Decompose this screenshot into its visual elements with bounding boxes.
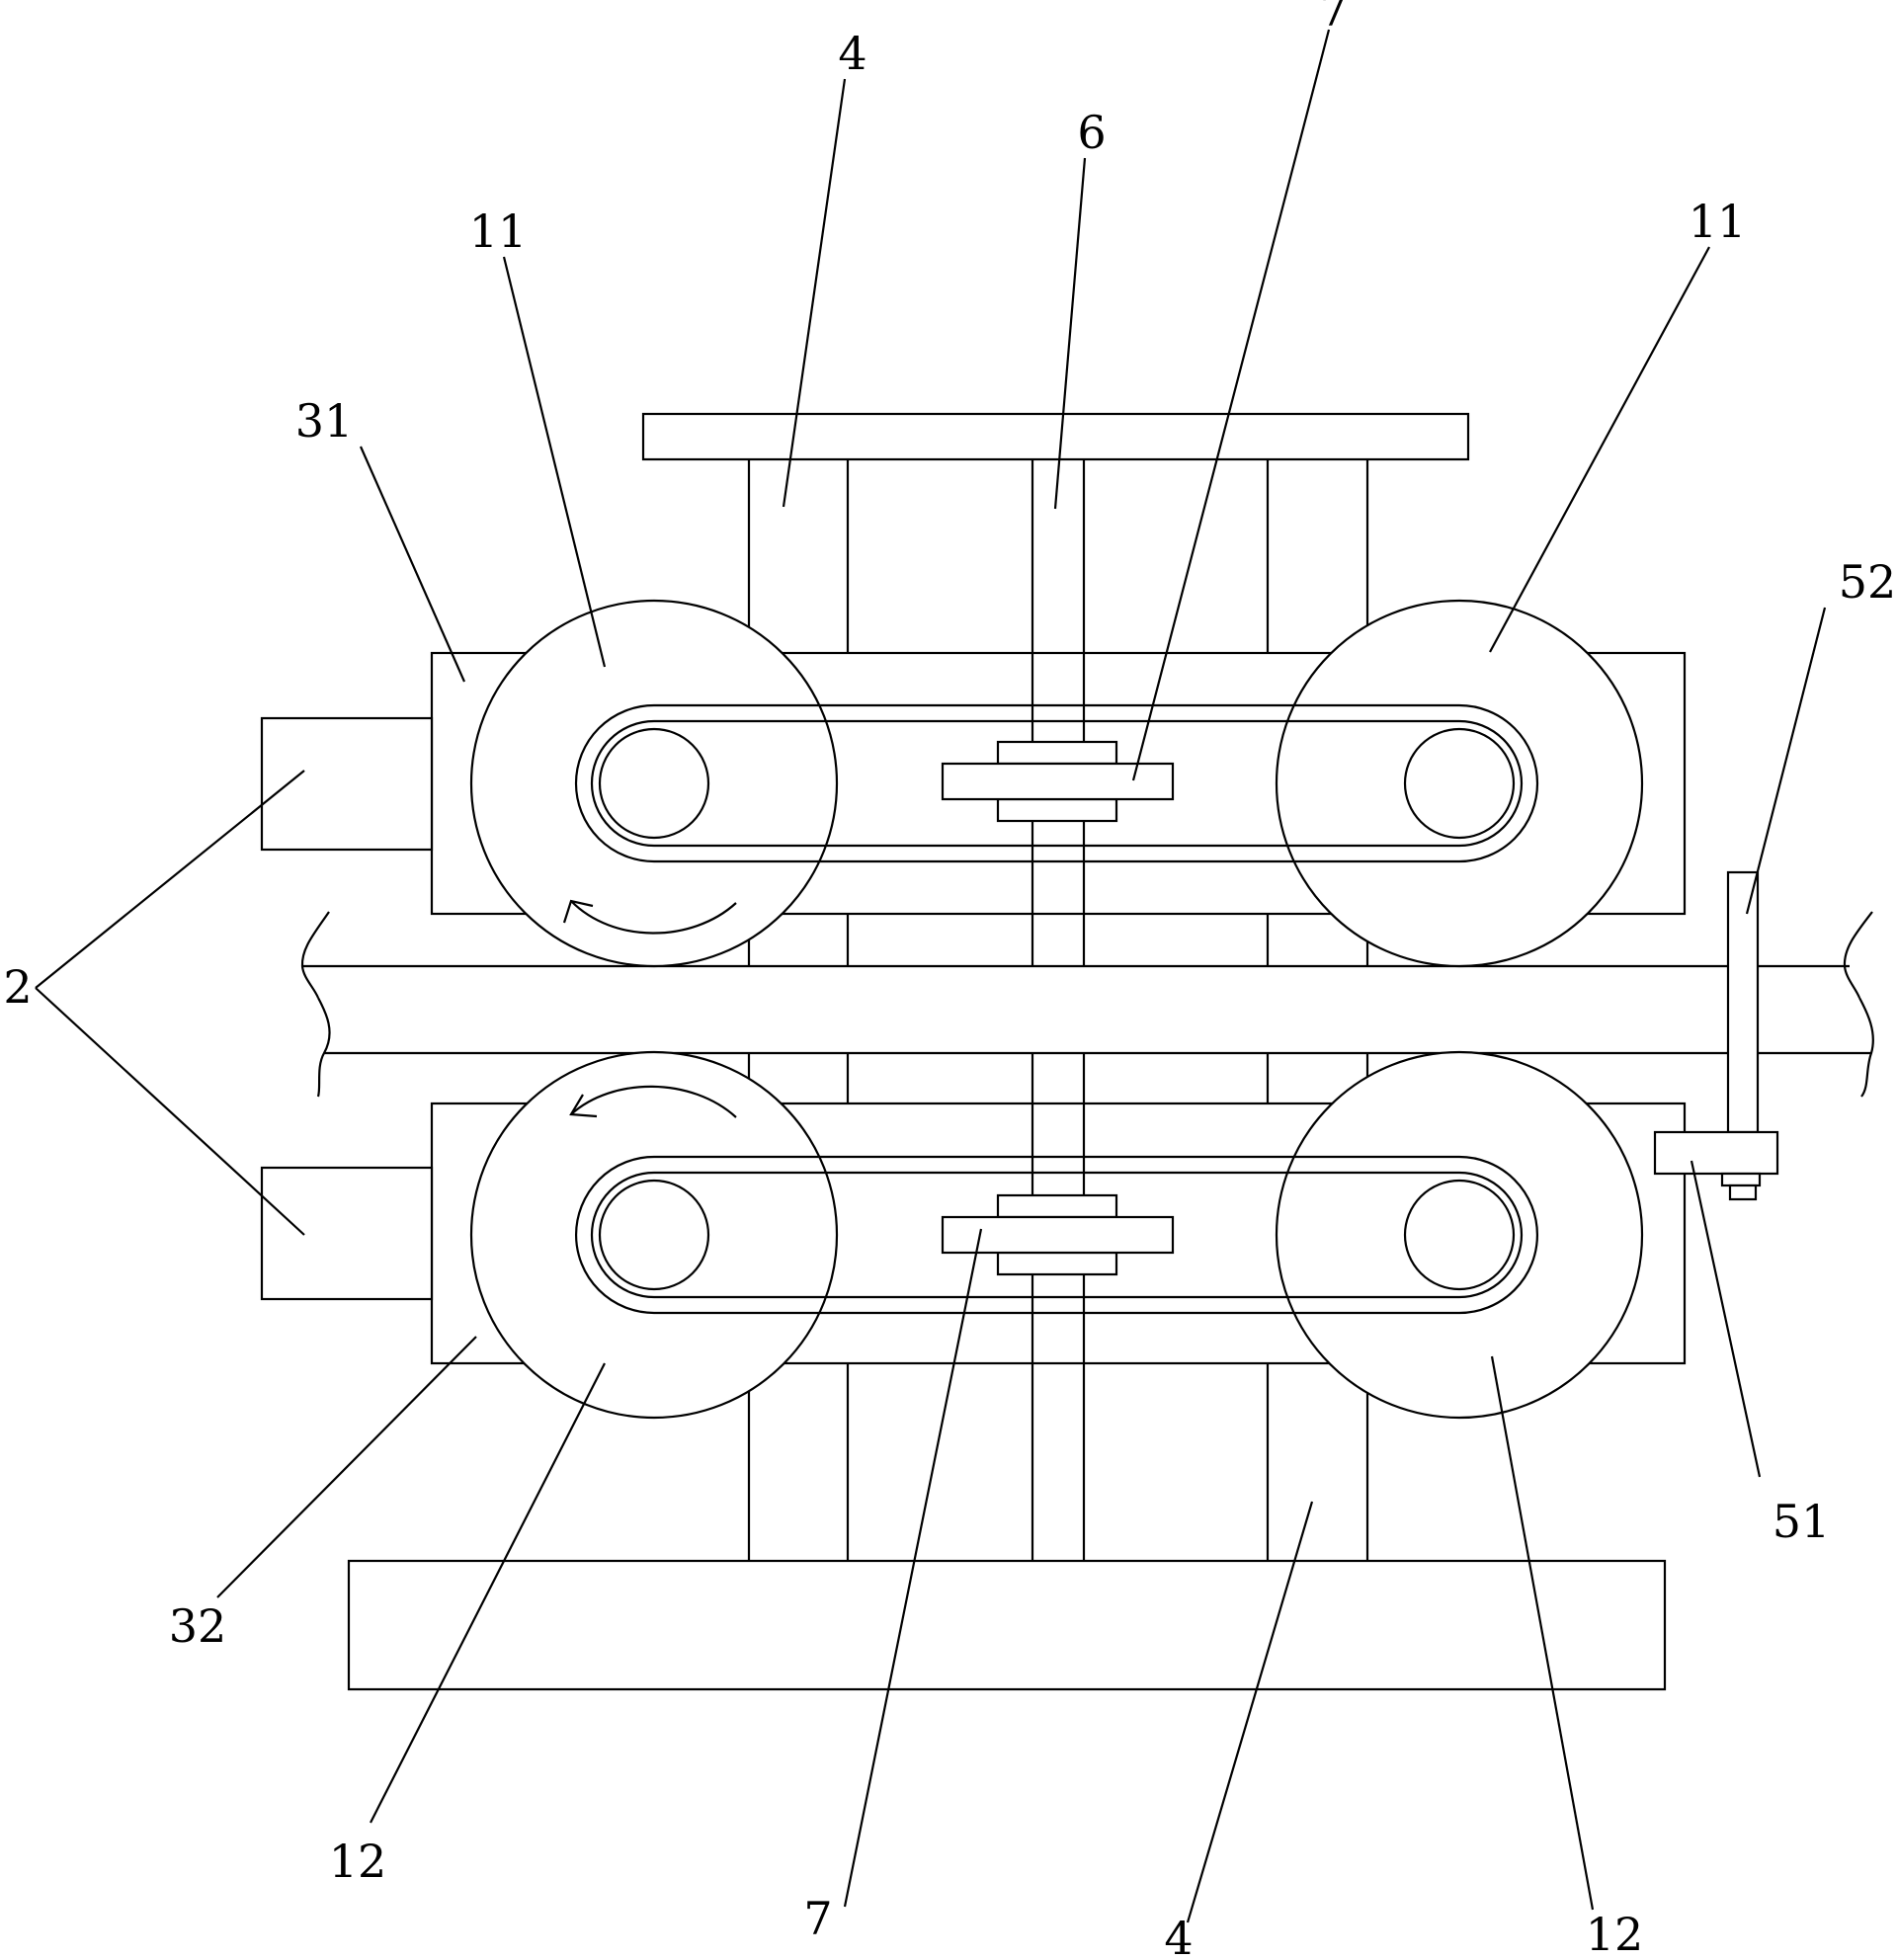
label-6: 6 xyxy=(1077,106,1106,159)
lower-left-roller xyxy=(469,1050,839,1420)
lower-motor-box xyxy=(260,1166,434,1301)
label-2: 2 xyxy=(3,960,32,1014)
label-12-left: 12 xyxy=(329,1835,387,1888)
upper-belt xyxy=(574,703,1539,863)
upper-coupling xyxy=(941,740,1175,823)
label-4-bottom: 4 xyxy=(1164,1912,1193,1960)
label-7-bottom: 7 xyxy=(803,1892,832,1945)
upper-left-roller xyxy=(469,599,839,968)
workpiece-bar xyxy=(302,966,1852,1053)
bottom-base xyxy=(347,1559,1667,1691)
upper-motor-box xyxy=(260,716,434,852)
rotation-arrow-lower-icon xyxy=(569,1085,737,1118)
lower-right-roller xyxy=(1275,1050,1644,1420)
workpiece-edges xyxy=(300,911,1874,1098)
measuring-device xyxy=(1653,870,1779,1201)
label-7-top: 7 xyxy=(1319,0,1348,37)
label-12-right: 12 xyxy=(1586,1908,1644,1960)
rotation-arrow-upper-icon xyxy=(562,899,737,935)
leader-lines xyxy=(35,29,1827,1923)
label-52: 52 xyxy=(1839,555,1897,609)
label-31: 31 xyxy=(295,394,354,448)
label-51: 51 xyxy=(1773,1495,1831,1548)
upper-right-roller xyxy=(1275,599,1644,968)
lower-coupling xyxy=(941,1193,1175,1276)
label-32: 32 xyxy=(169,1599,227,1653)
lower-belt xyxy=(574,1155,1539,1315)
reference-numerals: 7 4 6 11 11 31 52 2 32 51 12 7 4 12 xyxy=(3,0,1896,1960)
top-plate xyxy=(641,412,1470,461)
label-11-left: 11 xyxy=(469,204,528,258)
label-4-top: 4 xyxy=(838,27,866,80)
label-11-right: 11 xyxy=(1689,195,1747,248)
